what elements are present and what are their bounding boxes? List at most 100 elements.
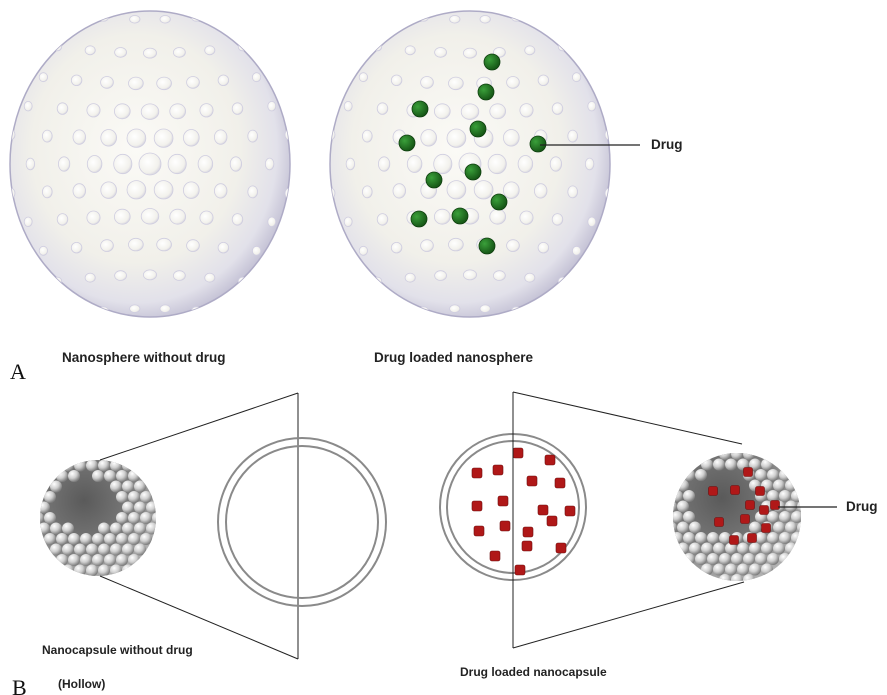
drug-dot: [478, 84, 494, 100]
sphere-dimple: [141, 104, 159, 120]
capsule-bead: [779, 469, 791, 481]
panel-letter-a: A: [10, 359, 26, 384]
sphere-dimple: [449, 77, 464, 90]
sphere-dimple: [115, 48, 127, 58]
sphere-dimple: [288, 191, 293, 198]
sphere-dimple: [57, 214, 68, 226]
capsule-bead: [737, 543, 749, 555]
capsule-bead: [719, 574, 731, 586]
sphere-dimple: [503, 182, 519, 199]
sphere-dimple: [4, 251, 10, 258]
panel-letter-b: B: [12, 675, 27, 695]
sphere-dimple: [480, 305, 490, 313]
capsule-bead: [74, 544, 86, 556]
capsule-bead: [785, 543, 797, 555]
sphere-dimple: [143, 48, 156, 58]
capsule-bead: [767, 511, 779, 523]
capsule-bead: [116, 554, 128, 566]
capsule-bead: [677, 543, 689, 555]
capsule-bead: [140, 512, 152, 524]
capsule-bead: [116, 491, 128, 503]
capsule-bead: [755, 469, 767, 481]
capsule-bead: [749, 522, 761, 534]
sphere-dimple: [115, 271, 127, 281]
capsule-bead: [140, 491, 152, 503]
sphere-dimple: [114, 104, 130, 119]
sphere-dimple: [647, 191, 652, 198]
sphere-dimple: [378, 157, 389, 171]
sphere-dimple: [205, 46, 215, 55]
drug-dot: [523, 527, 533, 537]
sphere-dimple: [585, 158, 594, 170]
sphere-dimple: [339, 283, 345, 290]
sphere-dimple: [344, 217, 352, 227]
capsule-bead: [695, 532, 707, 544]
capsule-bead: [767, 469, 779, 481]
sphere-dimple: [525, 273, 535, 282]
sphere-dimple: [200, 104, 213, 117]
caption-nanocapsule-without-drug: Nanocapsule without drug: [42, 643, 193, 657]
sphere-dimple: [377, 103, 388, 115]
sphere-dimple: [160, 15, 170, 23]
sphere-dimple: [157, 77, 172, 90]
capsule-bead: [689, 543, 701, 555]
sphere-dimple: [275, 283, 281, 290]
drug-dot: [538, 505, 548, 515]
drug-label-a: Drug: [651, 137, 683, 152]
sphere-dimple: [550, 157, 561, 171]
caption-hollow: (Hollow): [58, 677, 105, 691]
drug-dot: [479, 238, 495, 254]
sphere-dimple: [71, 242, 82, 253]
sphere-dimple: [490, 104, 506, 119]
sphere-dimple: [261, 316, 267, 322]
sphere-dimple: [344, 101, 352, 111]
sphere-dimple: [114, 209, 130, 224]
drug-label-b: Drug: [846, 499, 878, 514]
capsule-bead: [122, 544, 134, 556]
capsule-bead: [677, 480, 689, 492]
sphere-dimple: [558, 277, 566, 285]
sphere-dimple: [268, 217, 276, 227]
sphere-dimple: [387, 11, 395, 18]
sphere-dimple: [214, 130, 227, 144]
sphere-dimple: [309, 159, 315, 168]
capsule-bead: [110, 481, 122, 493]
capsule-bead: [791, 490, 803, 502]
sphere-dimple: [187, 77, 200, 89]
capsule-bead: [671, 532, 683, 544]
capsule-bead: [767, 532, 779, 544]
capsule-bead: [707, 532, 719, 544]
sphere-dimple: [434, 344, 442, 349]
sphere-dimple: [198, 156, 213, 173]
sphere-dimple: [581, 316, 587, 322]
sphere-dimple: [291, 70, 297, 77]
sphere-dimple: [421, 77, 434, 89]
capsule-bead: [80, 554, 92, 566]
drug-dot: [545, 455, 555, 465]
sphere-dimple: [168, 154, 186, 173]
capsule-bead: [701, 564, 713, 576]
capsule-bead: [797, 522, 809, 534]
sphere-dimple: [405, 46, 415, 55]
sphere-dimple: [538, 75, 549, 86]
sphere-dimple: [238, 43, 246, 51]
capsule-bead: [683, 532, 695, 544]
drug-dot: [748, 534, 757, 543]
capsule-bead: [86, 460, 98, 472]
drug-dot: [472, 468, 482, 478]
sphere-dimple: [252, 246, 260, 255]
capsule-bead: [791, 511, 803, 523]
caption-nanosphere-without-drug: Nanosphere without drug: [62, 350, 226, 365]
sphere-dimple: [434, 104, 450, 119]
sphere-dimple: [24, 217, 32, 227]
capsule-bead: [80, 533, 92, 545]
sphere-dimple: [595, 283, 601, 290]
capsule-bead: [761, 459, 773, 471]
drug-dot: [746, 501, 755, 510]
sphere-dimple: [85, 273, 95, 282]
sphere-dimple: [474, 181, 493, 199]
sphere-dimple: [450, 305, 460, 313]
drug-dot: [731, 486, 740, 495]
sphere-dimple: [435, 271, 447, 281]
